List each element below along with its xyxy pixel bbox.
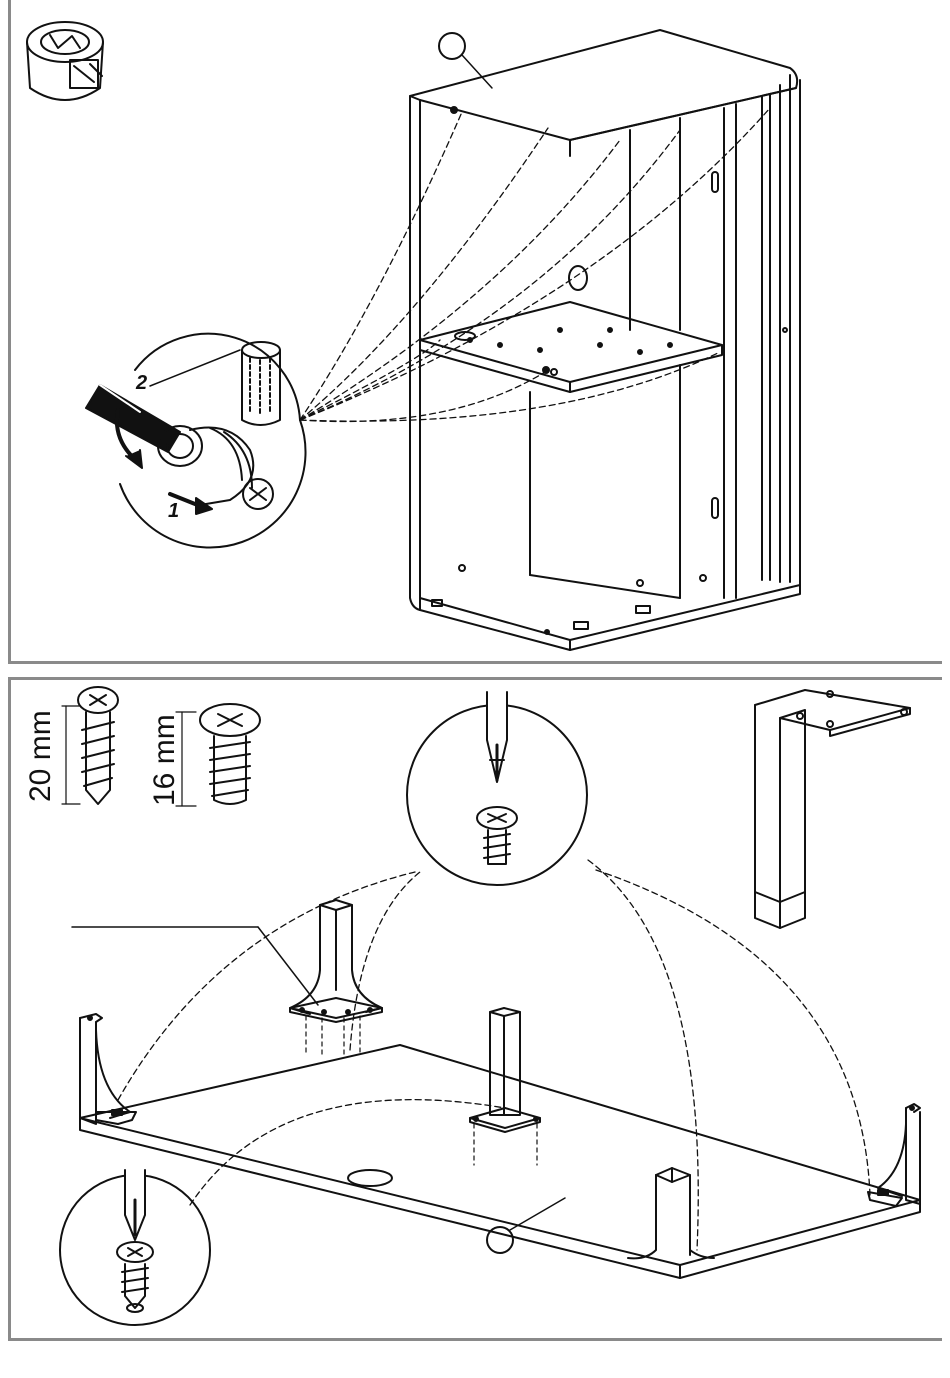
center-support-leg	[470, 1008, 540, 1165]
step-1-label: 1	[168, 500, 179, 523]
cam-lock-fitting-icon	[27, 22, 103, 100]
part-marker-top	[439, 33, 465, 59]
loose-leg-icon	[755, 690, 910, 928]
leader-lines-top	[300, 108, 770, 421]
screwdriver-detail-top	[407, 692, 587, 885]
step-2-label: 2	[136, 372, 147, 395]
cabinet-carcass	[410, 30, 800, 650]
screw-20mm-label: 20 mm	[24, 710, 58, 802]
cabinet-base-board	[80, 1045, 920, 1278]
screw-16mm-label: 16 mm	[148, 714, 182, 806]
leg-rear-right	[868, 1104, 920, 1206]
leg-front-right	[628, 1168, 714, 1258]
screw-20mm-icon	[62, 687, 118, 804]
screwdriver-detail-bottom	[60, 1170, 210, 1325]
part-marker-bottom	[487, 1227, 513, 1253]
screw-16mm-icon	[176, 704, 260, 806]
exploded-corner-leg	[290, 900, 382, 1056]
cam-lock-detail-callout	[86, 334, 306, 548]
